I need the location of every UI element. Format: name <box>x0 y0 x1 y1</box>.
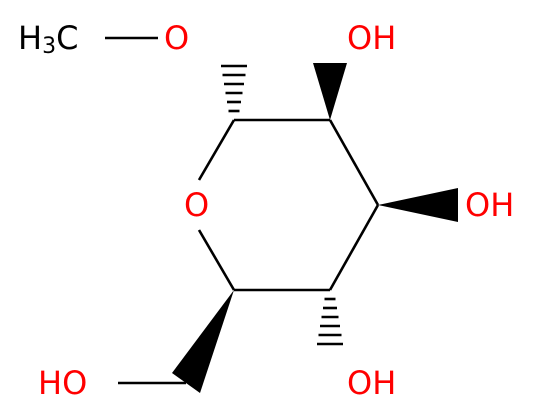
wedge-bond-c2-hydroxyl <box>313 63 347 120</box>
ring-oxygen-label: O <box>184 186 209 224</box>
bond-c3-c4 <box>328 204 380 291</box>
methyl-h: H <box>18 19 42 57</box>
methyl-subscript: 3 <box>42 34 56 59</box>
c3-hydroxyl-label: OH <box>465 186 514 224</box>
methyl-label: H3C <box>18 19 78 59</box>
bond-c2-c3 <box>328 119 380 206</box>
wedge-bond-c3-hydroxyl <box>378 188 458 222</box>
bond-c5-ring-oxygen <box>197 229 236 291</box>
hashed-bond-c1-ether-oxygen <box>221 64 247 113</box>
ether-oxygen-label: O <box>164 19 189 57</box>
hashed-bond-c4-hydroxyl <box>317 297 343 346</box>
bond-ring-oxygen-c1 <box>197 119 236 181</box>
c4-hydroxyl-label: OH <box>347 364 396 402</box>
c6-hydroxyl-label: HO <box>38 364 87 402</box>
bonds <box>105 36 458 393</box>
methyl-c: C <box>56 19 78 57</box>
atom-labels: H3C O O OH OH OH HO <box>18 19 514 402</box>
c2-hydroxyl-label: OH <box>347 19 396 57</box>
wedge-bond-c5-c6 <box>172 290 234 393</box>
